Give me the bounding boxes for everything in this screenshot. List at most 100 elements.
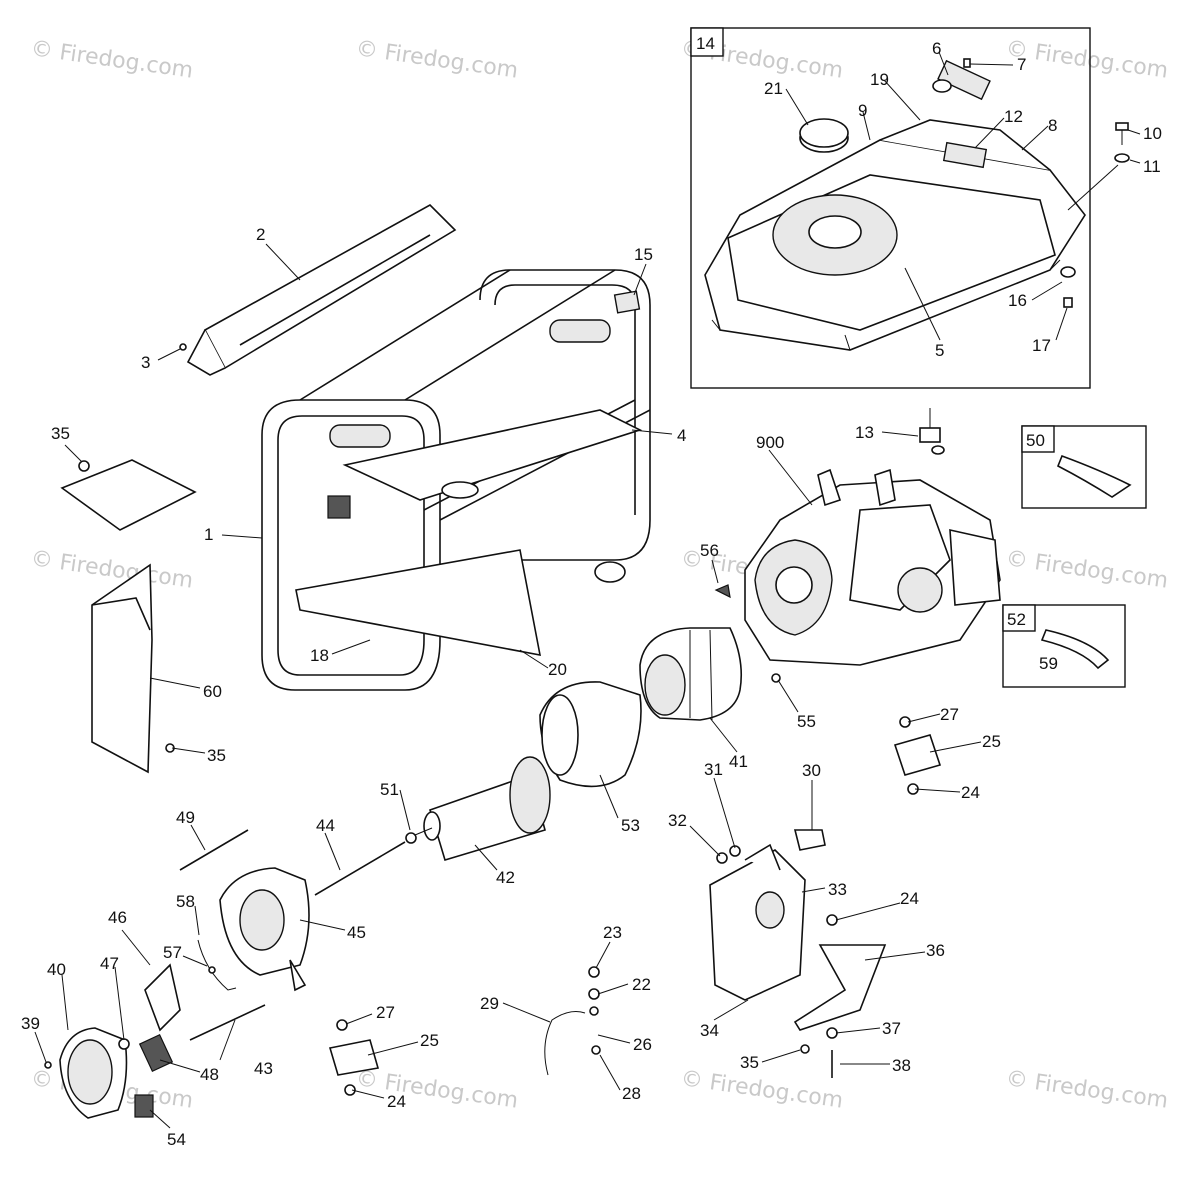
callout-24-upper: 24 [961,783,980,802]
callout-30: 30 [802,761,821,780]
callout-9: 9 [858,101,867,120]
callout-55: 55 [797,712,816,731]
callout-56: 56 [700,541,719,560]
callout-900: 900 [756,433,784,452]
callout-57: 57 [163,943,182,962]
callout-box-14 [690,27,724,57]
brush-cover [144,963,181,1032]
engine [744,468,1001,666]
fuel-hose-52 [1040,629,1110,670]
callout-box-50 [1021,425,1055,453]
callout-52: 52 [1007,610,1026,629]
callout-3: 3 [141,353,150,372]
callout-24-lower: 24 [387,1092,406,1111]
callout-54: 54 [167,1130,186,1149]
stator [639,627,743,721]
callout-21: 21 [764,79,783,98]
top-cover [186,204,457,376]
callout-11: 11 [1143,157,1161,176]
label-15 [613,290,641,314]
callout-27-upper: 27 [940,705,959,724]
bolt-10 [1114,122,1130,163]
callout-26: 26 [633,1035,652,1054]
callout-18: 18 [310,646,329,665]
callout-60: 60 [203,682,222,701]
callout-25-upper: 25 [982,732,1001,751]
callout-46: 46 [108,908,127,927]
callout-50: 50 [1026,431,1045,450]
callout-20: 20 [548,660,567,679]
screw-7 [963,58,971,68]
callout-53: 53 [621,816,640,835]
gasket-30 [793,829,826,851]
callout-10: 10 [1143,124,1162,143]
callout-47: 47 [100,954,119,973]
watermark-text: © Firedog.com [1004,1066,1170,1114]
callout-29: 29 [480,994,499,1013]
stator-cover [539,681,642,788]
watermark-text: © Firedog.com [1004,546,1170,594]
callout-59: 59 [1039,654,1058,673]
callout-45: 45 [347,923,366,942]
vibration-mount-lower [328,1039,380,1076]
grommet-16 [1060,266,1076,308]
callout-42: 42 [496,868,515,887]
ground-wire [544,1011,586,1076]
callout-48: 48 [200,1065,219,1084]
watermark-text: © Firedog.com [354,1066,520,1114]
side-panel-60 [91,563,153,774]
fuel-hose-50 [1056,454,1132,498]
callout-31: 31 [704,760,723,779]
callout-24-mid: 24 [900,889,919,908]
callout-35-mid: 35 [207,746,226,765]
callout-39: 39 [21,1014,40,1033]
rotor [414,756,551,861]
callout-16: 16 [1008,291,1027,310]
callout-12: 12 [1004,107,1023,126]
callout-41: 41 [729,752,748,771]
muffler [709,843,806,1001]
frame [261,269,651,691]
fuel-hose-box-50 [1021,425,1147,509]
callout-44: 44 [316,816,335,835]
callout-27-lower: 27 [376,1003,395,1022]
watermark-text: © Firedog.com [29,546,195,594]
callout-34: 34 [700,1021,719,1040]
through-bolt-44 [314,841,406,896]
connector-54 [134,1094,154,1118]
callout-33: 33 [828,880,847,899]
callout-box-52 [1002,604,1036,632]
callout-6: 6 [932,39,941,58]
callout-15: 15 [634,245,653,264]
callout-2: 2 [256,225,265,244]
callout-25-lower: 25 [420,1031,439,1050]
rear-bearing-carrier [219,867,310,992]
callout-22: 22 [632,975,651,994]
callout-35-low: 35 [740,1053,759,1072]
callout-17: 17 [1032,336,1051,355]
watermark-text: © Firedog.com [354,36,520,84]
callout-37: 37 [882,1019,901,1038]
callout-23: 23 [603,923,622,942]
callout-8: 8 [1048,116,1057,135]
callout-14: 14 [696,34,715,53]
callout-40: 40 [47,960,66,979]
callout-4: 4 [677,426,686,445]
rear-cover [59,1027,128,1119]
control-panel-plate [60,459,197,531]
callout-49: 49 [176,808,195,827]
muffler-bracket [793,944,887,1031]
callout-43: 43 [254,1059,273,1078]
fuel-tank [704,119,1086,351]
callout-51: 51 [380,780,399,799]
fuel-hose-box-52 [1002,604,1126,688]
leader-lines [34,51,1141,1129]
rod-43 [189,1004,266,1041]
callout-labels: 1 2 3 4 5 6 7 8 9 10 11 12 13 14 15 16 1… [21,34,1162,1149]
fuel-gauge [932,59,991,101]
callout-19: 19 [870,70,889,89]
callout-32: 32 [668,811,687,830]
callout-7: 7 [1017,55,1026,74]
fuel-valve [919,408,945,455]
